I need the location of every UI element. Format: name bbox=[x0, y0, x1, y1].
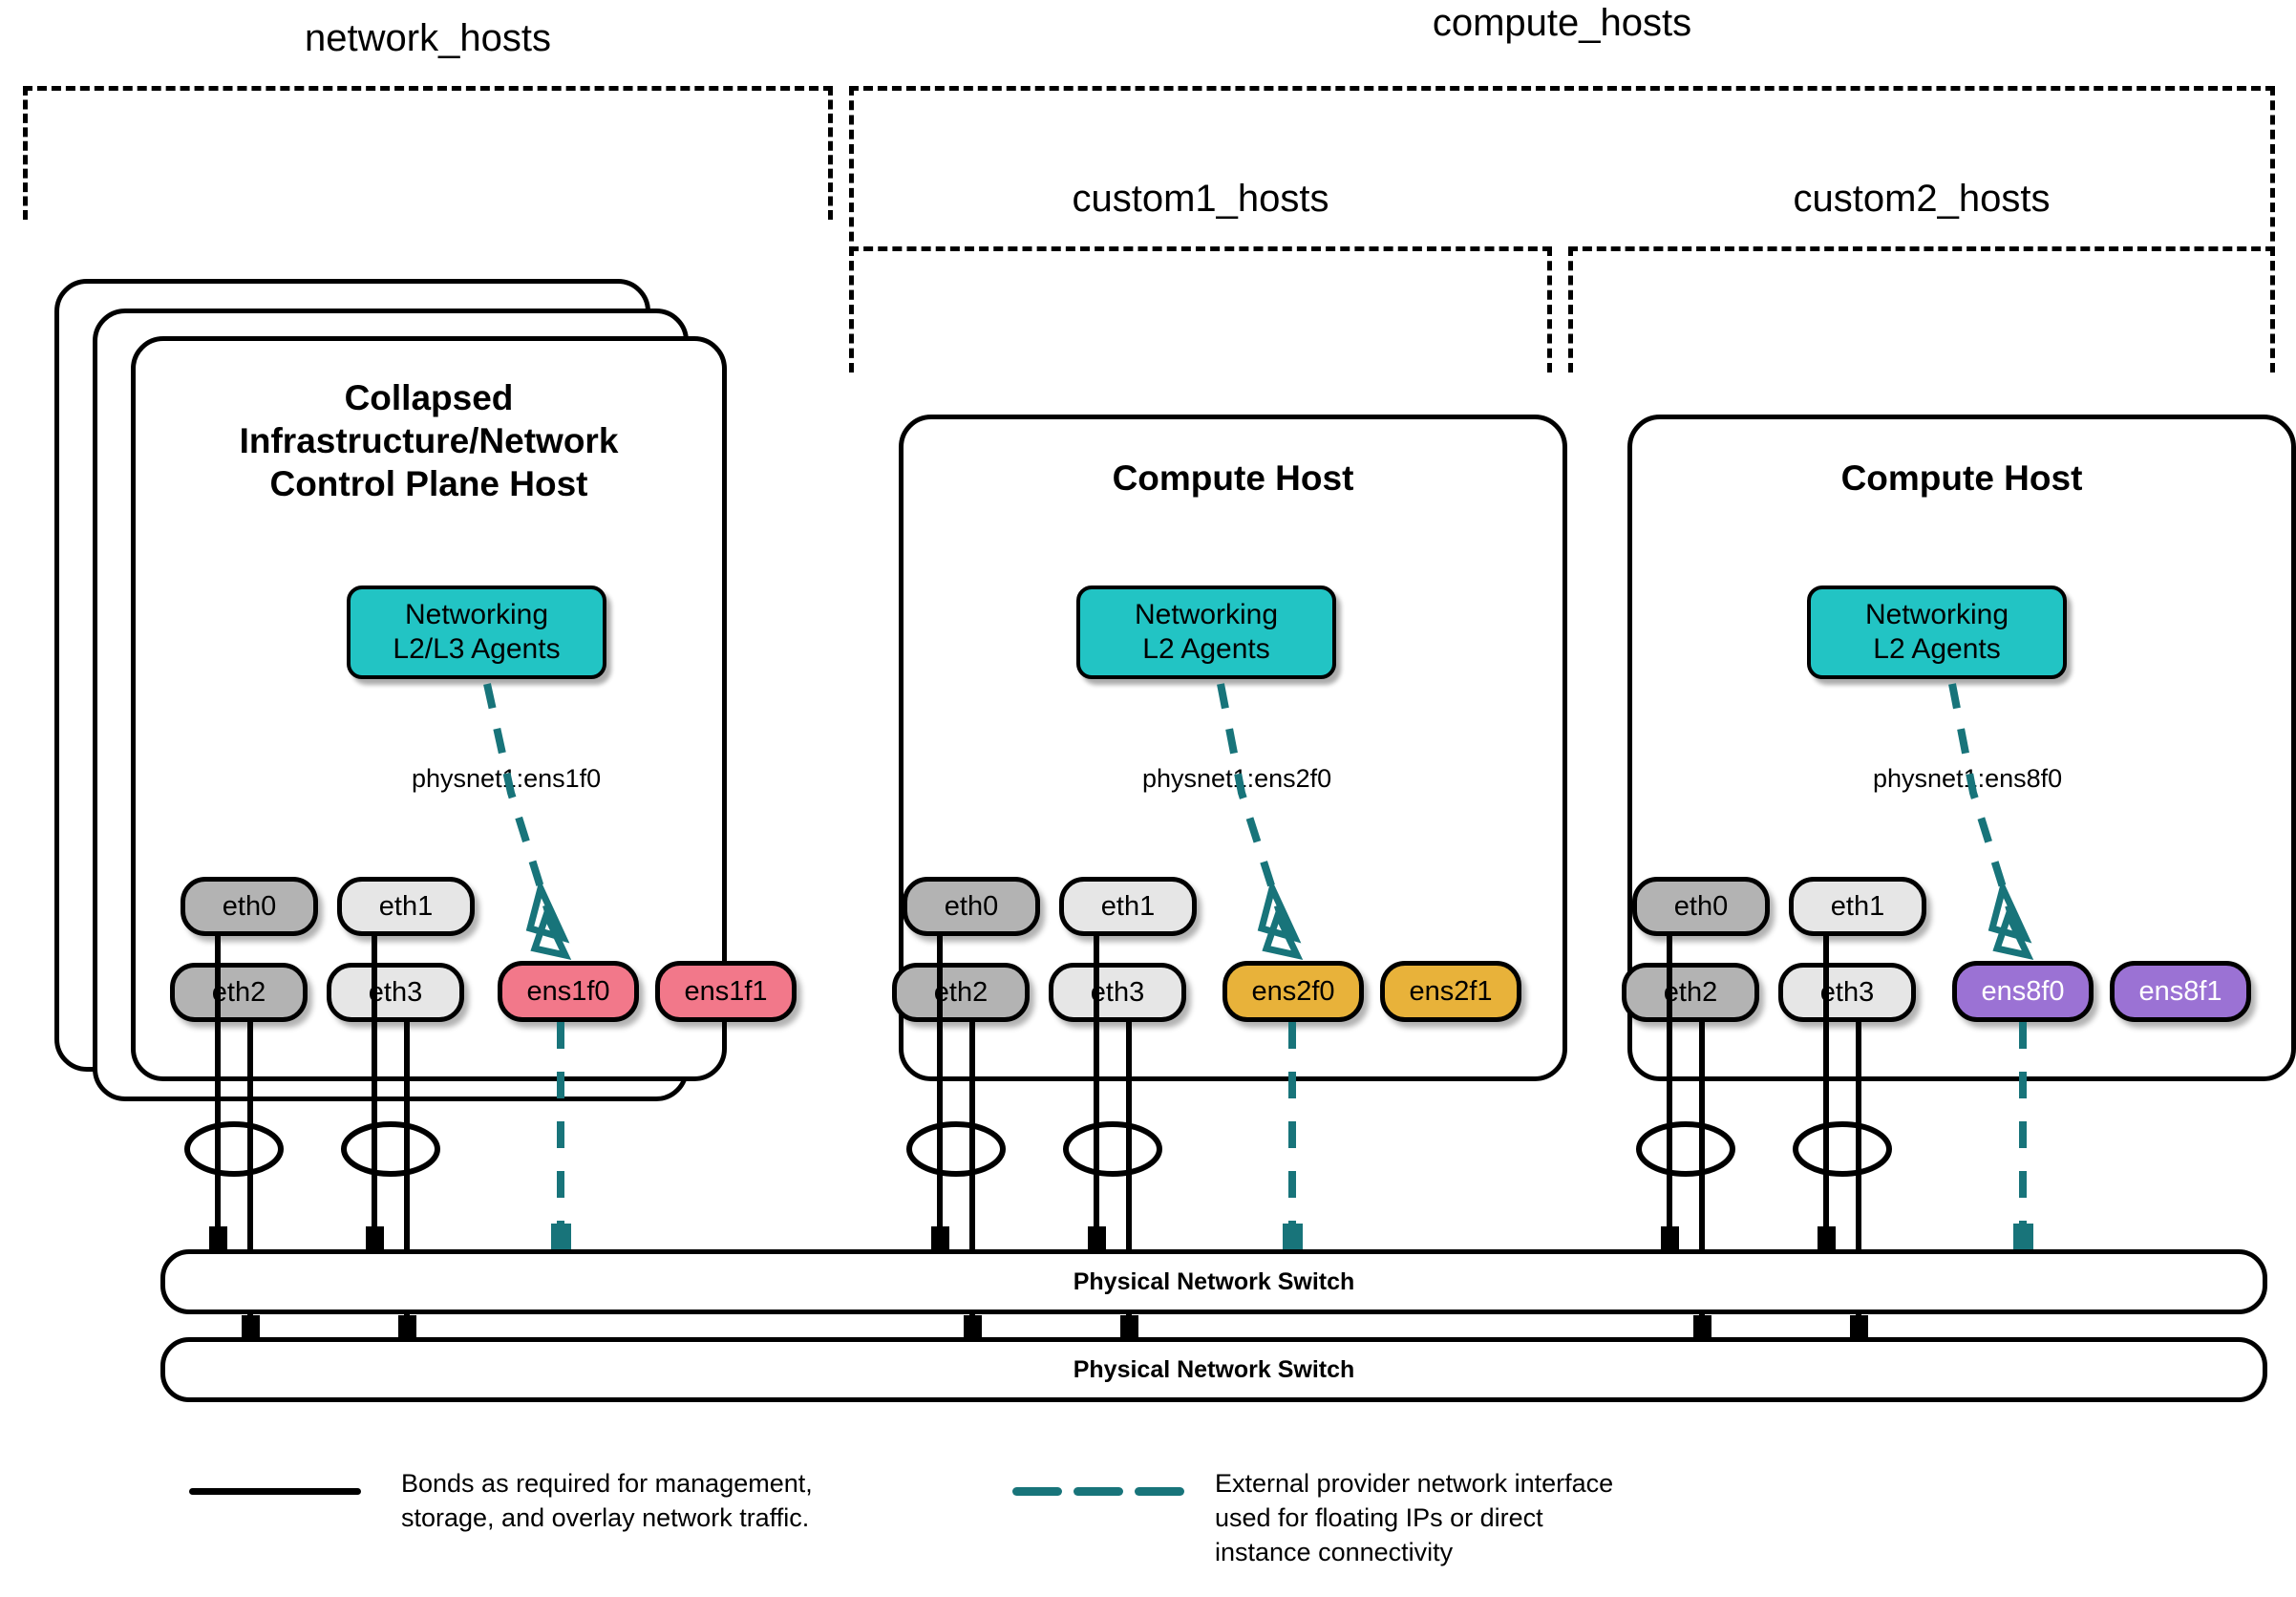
legend-dashed-swatch-3 bbox=[1135, 1487, 1184, 1496]
nic-eth2-host2[interactable]: eth2 bbox=[892, 963, 1030, 1022]
nic-eth1-host3[interactable]: eth1 bbox=[1789, 877, 1926, 936]
nic-label: ens2f0 bbox=[1251, 975, 1335, 1007]
legend-dashed-swatch-2 bbox=[1074, 1487, 1123, 1496]
nic-label: eth2 bbox=[1663, 976, 1718, 1008]
physnet-label-host2: physnet1:ens2f0 bbox=[1142, 764, 1332, 793]
legend-dashed-swatch-1 bbox=[1012, 1487, 1062, 1496]
agent-box-networking-l2-host2[interactable]: Networking L2 Agents bbox=[1076, 586, 1336, 679]
nic-ens1f0-host1[interactable]: ens1f0 bbox=[498, 961, 639, 1022]
physnet-label-host3: physnet1:ens8f0 bbox=[1873, 764, 2063, 793]
switch-label: Physical Network Switch bbox=[1073, 1267, 1355, 1295]
nic-ens8f0-host3[interactable]: ens8f0 bbox=[1952, 961, 2094, 1022]
nic-eth2-host3[interactable]: eth2 bbox=[1622, 963, 1759, 1022]
nic-label: eth1 bbox=[1830, 890, 1885, 922]
legend-dashed-line-text: External provider network interface used… bbox=[1215, 1469, 1614, 1566]
switch-label: Physical Network Switch bbox=[1073, 1355, 1355, 1383]
nic-eth0-host3[interactable]: eth0 bbox=[1632, 877, 1770, 936]
host-title: Compute Host bbox=[1840, 458, 2083, 498]
group-label-custom1-hosts: custom1_hosts bbox=[1072, 178, 1329, 220]
host-card-collapsed-control-plane[interactable]: Collapsed Infrastructure/Network Control… bbox=[131, 336, 727, 1081]
nic-label: eth1 bbox=[378, 890, 434, 922]
nic-label: eth0 bbox=[944, 890, 999, 922]
nic-label: eth0 bbox=[222, 890, 277, 922]
physical-network-switch-top[interactable]: Physical Network Switch bbox=[160, 1249, 2267, 1314]
nic-eth3-host3[interactable]: eth3 bbox=[1778, 963, 1916, 1022]
nic-eth3-host2[interactable]: eth3 bbox=[1049, 963, 1186, 1022]
nic-label: eth2 bbox=[211, 976, 266, 1008]
nic-eth1-host2[interactable]: eth1 bbox=[1059, 877, 1197, 936]
nic-ens1f1-host1[interactable]: ens1f1 bbox=[655, 961, 797, 1022]
nic-label: eth3 bbox=[1819, 976, 1875, 1008]
group-box-compute-hosts bbox=[849, 86, 2275, 373]
nic-ens2f0-host2[interactable]: ens2f0 bbox=[1222, 961, 1364, 1022]
nic-label: ens1f0 bbox=[526, 975, 610, 1007]
nic-eth3-host1[interactable]: eth3 bbox=[327, 963, 464, 1022]
nic-ens8f1-host3[interactable]: ens8f1 bbox=[2110, 961, 2251, 1022]
nic-label: ens1f1 bbox=[684, 975, 768, 1007]
nic-eth2-host1[interactable]: eth2 bbox=[170, 963, 308, 1022]
nic-label: ens2f1 bbox=[1409, 975, 1493, 1007]
nic-label: eth1 bbox=[1100, 890, 1156, 922]
nic-label: eth3 bbox=[1090, 976, 1145, 1008]
legend-solid-line-swatch bbox=[189, 1488, 361, 1495]
nic-eth1-host1[interactable]: eth1 bbox=[337, 877, 475, 936]
physical-network-switch-bottom[interactable]: Physical Network Switch bbox=[160, 1337, 2267, 1402]
agent-box-label: Networking L2/L3 Agents bbox=[393, 599, 561, 665]
group-box-custom1-hosts bbox=[849, 246, 1552, 373]
host-title: Collapsed Infrastructure/Network Control… bbox=[239, 378, 619, 503]
group-label-network-hosts: network_hosts bbox=[305, 17, 551, 59]
nic-label: eth0 bbox=[1673, 890, 1729, 922]
nic-label: eth2 bbox=[933, 976, 989, 1008]
physnet-label-host1: physnet1:ens1f0 bbox=[412, 764, 602, 793]
group-label-custom2-hosts: custom2_hosts bbox=[1793, 178, 2051, 220]
host-title: Compute Host bbox=[1112, 458, 1354, 498]
agent-box-networking-l2-host3[interactable]: Networking L2 Agents bbox=[1807, 586, 2067, 679]
nic-label: eth3 bbox=[368, 976, 423, 1008]
nic-eth0-host2[interactable]: eth0 bbox=[903, 877, 1040, 936]
nic-label: ens8f0 bbox=[1981, 975, 2065, 1007]
group-label-compute-hosts: compute_hosts bbox=[1432, 2, 1692, 44]
group-box-custom2-hosts bbox=[1568, 246, 2275, 373]
agent-box-label: Networking L2 Agents bbox=[1134, 599, 1279, 665]
agent-box-networking-l2-l3[interactable]: Networking L2/L3 Agents bbox=[347, 586, 606, 679]
agent-box-label: Networking L2 Agents bbox=[1864, 599, 2009, 665]
legend-solid-line-text: Bonds as required for management, storag… bbox=[401, 1469, 813, 1532]
nic-ens2f1-host2[interactable]: ens2f1 bbox=[1380, 961, 1521, 1022]
nic-label: ens8f1 bbox=[2138, 975, 2222, 1007]
nic-eth0-host1[interactable]: eth0 bbox=[181, 877, 318, 936]
group-box-network-hosts bbox=[23, 86, 833, 220]
